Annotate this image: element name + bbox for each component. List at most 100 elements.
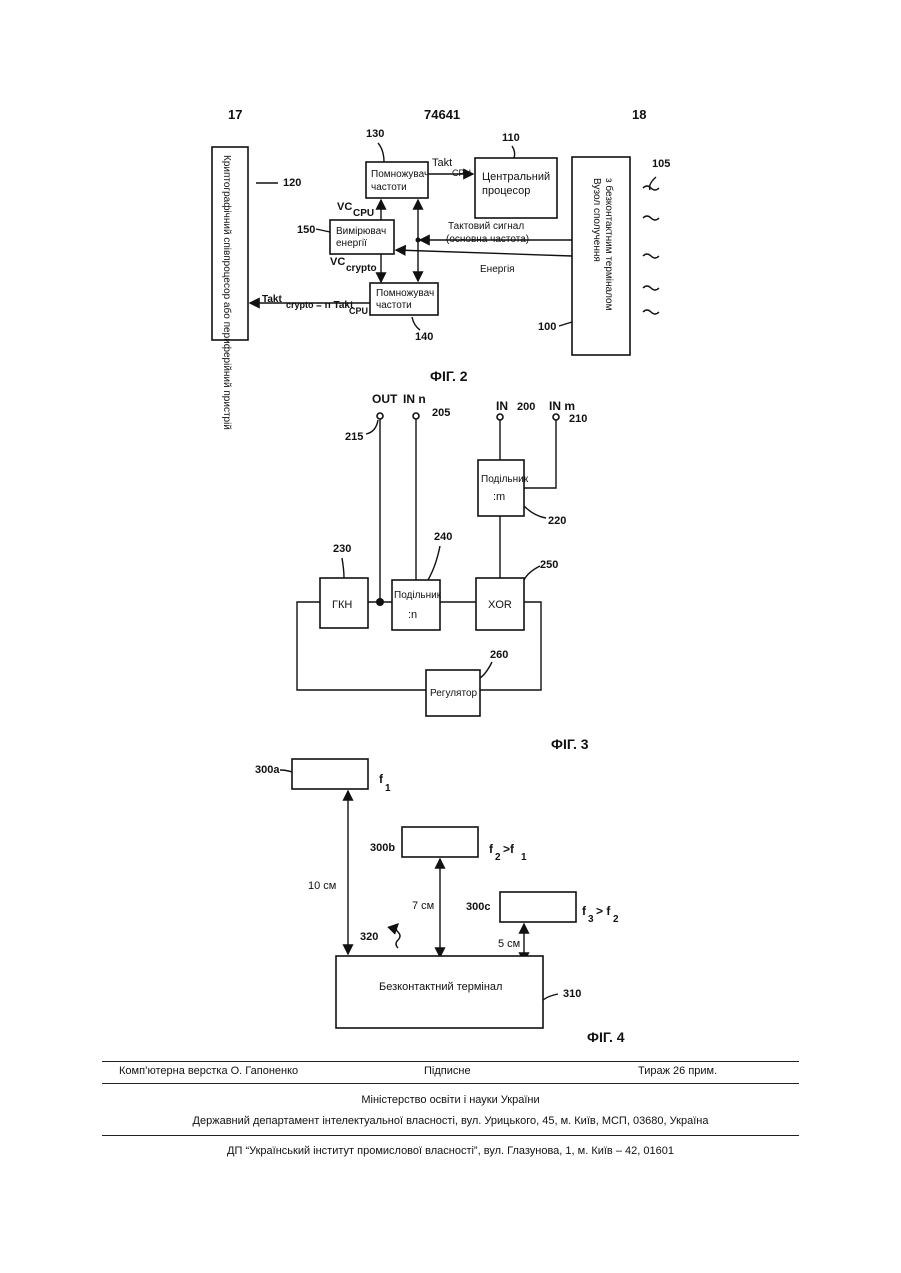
wave-icon xyxy=(643,286,659,290)
print-run: Тираж 26 прим. xyxy=(638,1065,717,1077)
ref-140: 140 xyxy=(415,331,433,343)
ref-300b: 300b xyxy=(370,842,395,854)
leader-215 xyxy=(366,420,378,434)
figure-2: Криптографічний співпроцесор або перифер… xyxy=(212,128,670,430)
wave-icon xyxy=(643,216,659,220)
regulator-label: Регулятор xyxy=(430,688,477,699)
ref-230: 230 xyxy=(333,543,351,555)
ref-130: 130 xyxy=(366,128,384,140)
ref-120: 120 xyxy=(283,177,301,189)
leader-240 xyxy=(428,546,440,580)
vc-cpu-label: VC xyxy=(337,201,352,213)
footer-imprint-row: Комп’ютерна верстка О. Гапоненко Підписн… xyxy=(102,1065,799,1081)
energy-line xyxy=(396,250,572,256)
in-n-terminal xyxy=(413,413,419,419)
footer-rule-middle xyxy=(102,1083,799,1084)
ref-260: 260 xyxy=(490,649,508,661)
leader-130 xyxy=(378,143,384,162)
clock-label-1: Тактовий сигнал xyxy=(448,221,524,232)
ref-100: 100 xyxy=(538,321,556,333)
ref-300c: 300c xyxy=(466,901,490,913)
divider-n-box xyxy=(392,580,440,630)
leader-140 xyxy=(412,317,420,330)
ref-110: 110 xyxy=(502,132,520,144)
ref-210: 210 xyxy=(569,413,587,425)
fig2-caption: ФІГ. 2 xyxy=(430,368,468,384)
vc-cpu-sub: CPU xyxy=(353,208,374,219)
ref-300a: 300a xyxy=(255,764,280,776)
ref-105: 105 xyxy=(652,158,670,170)
f2-gt-sub: 1 xyxy=(521,852,527,863)
leader-220 xyxy=(524,506,546,518)
takt-crypto-sub2: CPU xyxy=(349,306,368,316)
multiplier-bottom-label-1: Помножувач xyxy=(376,288,434,299)
in-terminal-label: IN xyxy=(496,399,508,413)
ref-310: 310 xyxy=(563,988,581,1000)
in-m-terminal-label: IN m xyxy=(549,399,575,413)
out-junction xyxy=(376,598,384,606)
leader-260 xyxy=(480,662,492,678)
page-number-left: 17 xyxy=(228,107,242,122)
ref-205: 205 xyxy=(432,407,450,419)
multiplier-top-label-2: частоти xyxy=(371,182,407,193)
distance-5-label: 5 см xyxy=(498,938,520,950)
cpu-label-2: процесор xyxy=(482,185,530,197)
takt-crypto-sub: crypto xyxy=(286,300,314,310)
fig4-caption: ФІГ. 4 xyxy=(587,1029,625,1045)
leader-310 xyxy=(543,994,558,1000)
interface-label-1: Вузол сполучення xyxy=(591,178,602,262)
wave-icon xyxy=(643,254,659,258)
f3-gt: > f xyxy=(596,904,611,918)
clock-junction xyxy=(416,238,421,243)
ref-250: 250 xyxy=(540,559,558,571)
xor-label: XOR xyxy=(488,599,512,611)
takt-crypto-label: Takt xyxy=(262,294,282,305)
vc-crypto-sub: crypto xyxy=(346,263,377,274)
leader-250 xyxy=(524,566,540,580)
signed-label: Підписне xyxy=(424,1065,471,1077)
coprocessor-label-1: Криптографічний співпроцесор або перифер… xyxy=(221,155,233,430)
f2-sub: 2 xyxy=(495,852,501,863)
transponder-300a-box xyxy=(292,759,368,789)
layout-credit: Комп’ютерна верстка О. Гапоненко xyxy=(119,1065,298,1077)
f1-label: f xyxy=(379,772,384,786)
footer-rule-top xyxy=(102,1061,799,1062)
divider-m-box xyxy=(478,460,524,516)
cpu-label-1: Центральний xyxy=(482,171,550,183)
leader-100 xyxy=(559,322,572,326)
figure-4: 300a f 1 300b f 2 >f 1 300c f 3 > f 2 10… xyxy=(255,759,625,1045)
energy-meter-label-1: Вимірювач xyxy=(336,226,386,237)
page-header: 17 74641 18 xyxy=(228,107,646,122)
department-line: Державний департамент інтелектуальної вл… xyxy=(102,1115,799,1127)
energy-label: Енергія xyxy=(480,264,515,275)
wave-icon xyxy=(643,310,659,314)
leader-300a xyxy=(280,770,292,772)
ref-240: 240 xyxy=(434,531,452,543)
out-terminal xyxy=(377,413,383,419)
leader-150 xyxy=(316,229,330,232)
ref-215: 215 xyxy=(345,431,363,443)
in-n-terminal-label: IN n xyxy=(403,392,426,406)
interface-label-2: з безконтактним терміналом xyxy=(603,178,615,311)
vc-crypto-label: VC xyxy=(330,256,345,268)
figure-3: OUT IN n IN IN m 215 205 200 210 Подільн… xyxy=(297,392,589,752)
patent-number: 74641 xyxy=(424,107,460,122)
footer-rule-bottom xyxy=(102,1135,799,1136)
f3-label: f xyxy=(582,904,587,918)
transponder-300b-box xyxy=(402,827,478,857)
multiplier-top-label-1: Помножувач xyxy=(371,169,429,180)
wave-icon xyxy=(643,186,659,190)
ministry-line: Міністерство освіти і науки України xyxy=(102,1094,799,1106)
ref-220: 220 xyxy=(548,515,566,527)
takt-cpu-sub: CPU xyxy=(452,168,471,178)
in-terminal xyxy=(497,414,503,420)
f1-sub: 1 xyxy=(385,783,391,794)
divider-m-label-1: Подільник xyxy=(481,474,529,485)
f3-gt-sub: 2 xyxy=(613,914,619,925)
fig3-caption: ФІГ. 3 xyxy=(551,736,589,752)
page-number-right: 18 xyxy=(632,107,646,122)
f2-label: f xyxy=(489,842,494,856)
f3-sub: 3 xyxy=(588,914,594,925)
in-m-line xyxy=(524,420,556,488)
energy-meter-label-2: енергії xyxy=(336,238,367,249)
